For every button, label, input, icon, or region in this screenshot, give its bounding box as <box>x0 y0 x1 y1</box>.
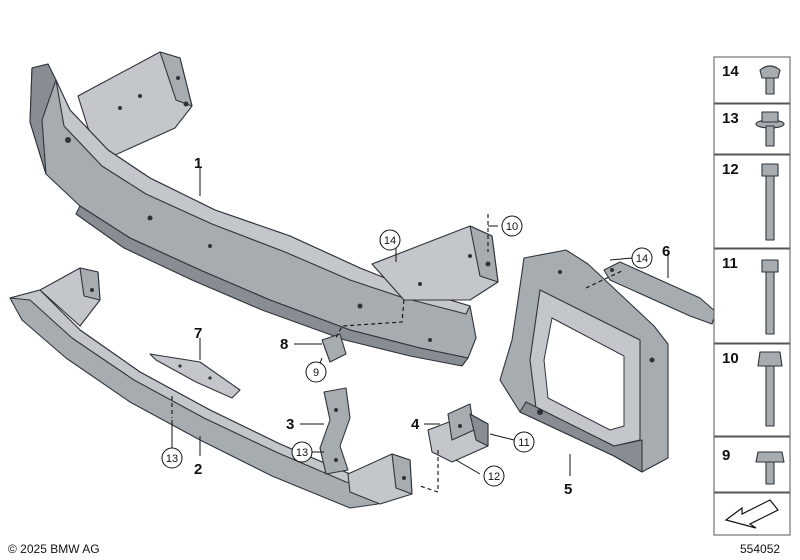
hex-bolt-long-icon <box>761 163 779 241</box>
callout-8[interactable]: 8 <box>280 336 288 353</box>
fastener-legend: 14 13 12 11 <box>713 56 791 536</box>
part-radiator-support[interactable] <box>499 249 669 473</box>
legend-row-13[interactable]: 13 <box>713 103 791 155</box>
circle-callout-label: 11 <box>518 437 529 449</box>
assembly-lines <box>171 214 625 493</box>
callout-3[interactable]: 3 <box>286 416 294 433</box>
circle-callout-label: 9 <box>313 367 319 379</box>
flange-screw-short-icon <box>755 451 785 485</box>
callout-4[interactable]: 4 <box>411 416 420 433</box>
circle-callout-13-mid[interactable]: 13 <box>291 441 313 463</box>
part-plate-7[interactable] <box>149 353 241 399</box>
legend-row-12[interactable]: 12 <box>713 154 791 249</box>
leader-lines <box>171 168 669 476</box>
callout-7[interactable]: 7 <box>194 325 202 342</box>
circle-callout-14-top[interactable]: 14 <box>379 229 401 251</box>
orientation-arrow-icon <box>713 492 791 536</box>
circle-callout-12[interactable]: 12 <box>483 465 505 487</box>
legend-row-11[interactable]: 11 <box>713 248 791 344</box>
hex-bolt-medium-icon <box>761 259 779 335</box>
legend-label: 9 <box>722 447 730 464</box>
legend-label: 13 <box>722 110 739 127</box>
callout-1[interactable]: 1 <box>194 155 202 172</box>
circle-callout-10[interactable]: 10 <box>501 215 523 237</box>
circle-callout-label: 14 <box>384 235 396 247</box>
legend-row-9[interactable]: 9 <box>713 436 791 493</box>
circle-callout-label: 12 <box>488 471 500 483</box>
part-clip-8[interactable] <box>321 333 347 363</box>
legend-label: 11 <box>722 255 738 272</box>
circled-callouts: 14 10 14 9 13 13 11 12 <box>161 215 653 487</box>
callout-2[interactable]: 2 <box>194 461 202 478</box>
flange-screw-small-icon <box>759 65 781 95</box>
part-carrier-beam[interactable] <box>29 51 499 367</box>
legend-label: 10 <box>722 350 739 367</box>
legend-label: 12 <box>722 161 739 178</box>
legend-row-14[interactable]: 14 <box>713 56 791 104</box>
part-lower-beam[interactable] <box>9 267 413 509</box>
circle-callout-9[interactable]: 9 <box>305 361 327 383</box>
collar-screw-icon <box>755 111 785 147</box>
circle-callout-13-left[interactable]: 13 <box>161 447 183 469</box>
circle-callout-11[interactable]: 11 <box>513 431 535 453</box>
copyright-text: © 2025 BMW AG <box>8 542 100 556</box>
circle-callout-14-right[interactable]: 14 <box>631 247 653 269</box>
part-bracket-4[interactable] <box>427 403 489 463</box>
circle-callout-label: 13 <box>296 447 308 459</box>
diagram-number: 554052 <box>740 542 780 556</box>
callout-6[interactable]: 6 <box>662 243 670 260</box>
circle-callout-label: 10 <box>506 221 518 233</box>
callout-5[interactable]: 5 <box>564 481 572 498</box>
circle-callout-label: 14 <box>636 253 648 265</box>
part-bracket-3[interactable] <box>319 387 351 475</box>
callouts: 1 2 3 4 5 6 7 8 <box>194 155 670 498</box>
legend-label: 14 <box>722 63 739 80</box>
flange-bolt-icon <box>757 351 783 427</box>
circle-callout-label: 13 <box>166 453 178 465</box>
legend-row-10[interactable]: 10 <box>713 343 791 437</box>
